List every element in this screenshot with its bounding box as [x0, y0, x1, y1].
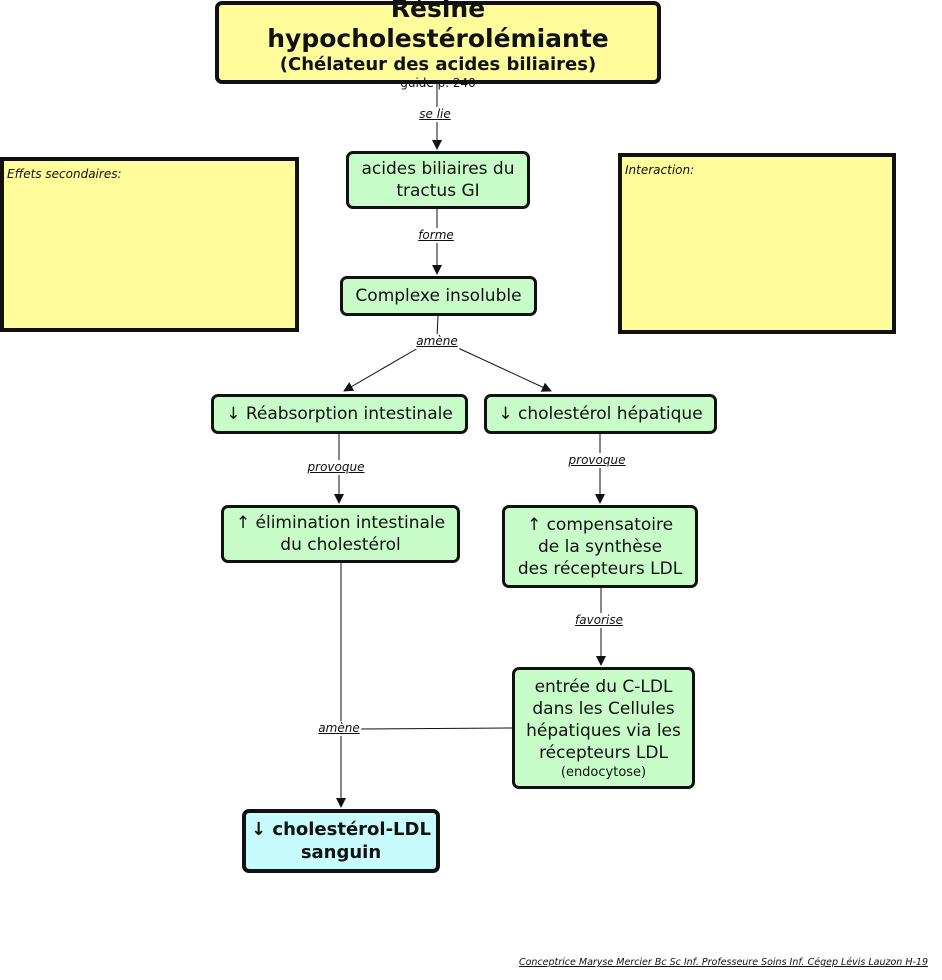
title-sub: (Chélateur des acides biliaires) [279, 54, 597, 75]
link-label-amene-2: amène [316, 721, 362, 736]
note-effets-secondaires: Effets secondaires: [0, 157, 299, 332]
link-label-provoque-2: provoque [566, 453, 628, 468]
node-elimination-line-1: ↑ élimination intestinale [235, 513, 446, 533]
node-compensatoire: ↑ compensatoire de la synthèse des récep… [502, 505, 698, 588]
node-entree-c-ldl: entrée du C-LDL dans les Cellules hépati… [512, 667, 695, 789]
node-compensatoire-line-2: de la synthèse [537, 536, 663, 557]
node-reabsorption: ↓ Réabsorption intestinale [211, 394, 468, 434]
link-amene-reabsorption [343, 347, 419, 392]
node-elimination: ↑ élimination intestinale du cholestérol [221, 505, 460, 563]
note-interaction-label: Interaction: [625, 163, 695, 177]
note-effets-label: Effets secondaires: [7, 167, 122, 181]
node-ldl-line-2: sanguin [300, 842, 382, 863]
title-ref: guide p. 240 [400, 76, 476, 90]
title-main: Résine hypocholestérolémiante [267, 0, 609, 53]
node-complexe-insoluble: Complexe insoluble [340, 276, 537, 316]
node-acides-line-2: tractus GI [396, 181, 480, 201]
node-entree-line-1: entrée du C-LDL [534, 676, 673, 697]
link-complexe-amene [436, 315, 439, 337]
node-entree-note: (endocytose) [560, 764, 647, 780]
node-complexe-label: Complexe insoluble [355, 286, 522, 306]
node-compensatoire-line-1: ↑ compensatoire [526, 514, 674, 535]
link-label-provoque-1: provoque [305, 460, 367, 475]
link-entree-amene [359, 727, 513, 730]
footer-credit: Conceptrice Maryse Mercier Bc Sc Inf. Pr… [518, 957, 928, 968]
title-box: Résine hypocholestérolémiante (Chélateur… [215, 0, 661, 90]
node-chol-hepatique-label: ↓ cholestérol hépatique [498, 404, 703, 424]
node-cholesterol-hepatique: ↓ cholestérol hépatique [484, 394, 717, 434]
node-ldl-line-1: ↓ cholestérol-LDL [251, 819, 431, 840]
link-label-amene-1: amène [414, 334, 460, 349]
link-label-forme: forme [416, 228, 456, 243]
node-acides-biliaires: acides biliaires du tractus GI [346, 151, 530, 209]
node-elimination-line-2: du cholestérol [280, 535, 401, 555]
node-reabsorption-label: ↓ Réabsorption intestinale [226, 404, 453, 424]
link-amene-chol-hepatique [457, 347, 552, 392]
node-entree-line-3: hépatiques via les [526, 720, 681, 741]
node-acides-line-1: acides biliaires du [361, 159, 515, 179]
note-interaction: Interaction: [618, 153, 896, 334]
link-label-favorise: favorise [573, 613, 625, 628]
node-entree-line-4: récepteurs LDL [539, 742, 668, 763]
node-entree-line-2: dans les Cellules [532, 698, 675, 719]
node-cholesterol-ldl-sanguin: ↓ cholestérol-LDL sanguin [242, 809, 440, 873]
node-compensatoire-line-3: des récepteurs LDL [517, 558, 683, 579]
link-label-se-lie: se lie [417, 107, 453, 122]
